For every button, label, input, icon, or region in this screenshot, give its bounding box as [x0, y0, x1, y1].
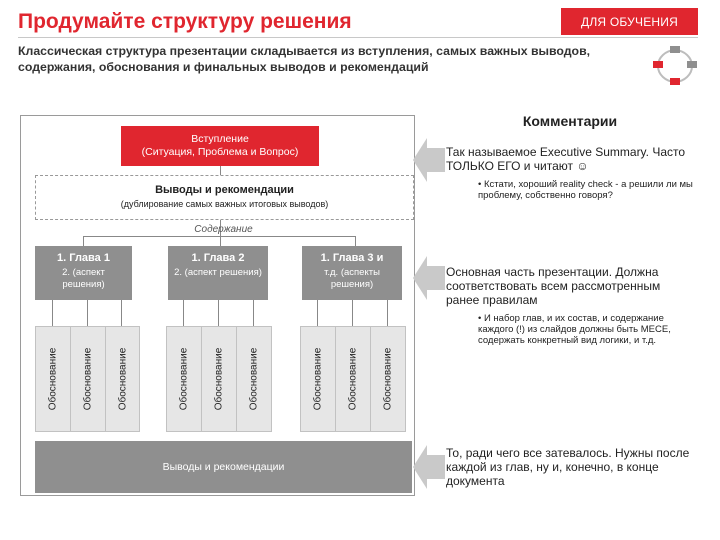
- connector: [352, 300, 353, 326]
- chapter-2: 1. Глава 2 2. (аспект решения): [168, 246, 268, 300]
- evidence-box: Обоснование: [35, 326, 71, 432]
- evidence-box: Обоснование: [370, 326, 406, 432]
- connector: [83, 236, 84, 246]
- intro-box: Вступление (Ситуация, Проблема и Вопрос): [121, 126, 319, 166]
- chapter-subtitle: 2. (аспект решения): [62, 267, 105, 290]
- content-label: Содержание: [194, 224, 253, 235]
- chapter-subtitle: 2. (аспект решения): [174, 267, 262, 278]
- arrow-left-icon: [413, 445, 445, 489]
- chapter-subtitle: т.д. (аспекты решения): [324, 267, 380, 290]
- evidence-box: Обоснование: [105, 326, 140, 432]
- connector: [253, 300, 254, 326]
- comment-final-conclusions: То, ради чего все затевалось. Нужны посл…: [446, 446, 690, 488]
- connector: [220, 218, 221, 236]
- chapter-title: 1. Глава 3 и: [320, 252, 384, 264]
- page-title: Продумайте структуру решения: [18, 10, 352, 33]
- evidence-box: Обоснование: [300, 326, 336, 432]
- connector: [355, 236, 356, 246]
- arrow-left-icon: [413, 138, 445, 182]
- connector: [121, 300, 122, 326]
- evidence-box: Обоснование: [70, 326, 106, 432]
- connector: [317, 300, 318, 326]
- comment-bullet: • И набор глав, и их состав, и содержани…: [478, 313, 671, 346]
- page-subtitle: Классическая структура презентации склад…: [18, 44, 591, 74]
- evidence-box: Обоснование: [166, 326, 202, 432]
- connector: [87, 300, 88, 326]
- summary-conclusions-title: Выводы и рекомендации: [155, 184, 294, 196]
- summary-conclusions-subtitle: (дублирование самых важных итоговых выво…: [120, 199, 329, 209]
- connector: [218, 300, 219, 326]
- connector: [387, 300, 388, 326]
- evidence-box: Обоснование: [335, 326, 371, 432]
- header-divider: [18, 37, 698, 38]
- chapter-title: 1. Глава 1: [57, 252, 110, 264]
- summary-conclusions-box: Выводы и рекомендации (дублирование самы…: [35, 175, 414, 220]
- intro-title: Вступление: [191, 133, 249, 145]
- connector: [52, 300, 53, 326]
- evidence-box: Обоснование: [236, 326, 272, 432]
- chapter-3: 1. Глава 3 и т.д. (аспекты решения): [302, 246, 402, 300]
- intro-subtitle: (Ситуация, Проблема и Вопрос): [141, 146, 299, 158]
- connector: [220, 236, 221, 246]
- connector: [183, 300, 184, 326]
- comment-main-part: Основная часть презентации. Должна соотв…: [446, 265, 661, 307]
- arrow-left-icon: [413, 256, 445, 300]
- chapter-1: 1. Глава 1 2. (аспект решения): [35, 246, 132, 300]
- connector: [83, 236, 355, 237]
- connector: [220, 166, 221, 175]
- comment-executive-summary: Так называемое Executive Summary. Часто …: [446, 145, 686, 173]
- evidence-box: Обоснование: [201, 326, 237, 432]
- chapter-title: 1. Глава 2: [191, 252, 245, 264]
- cycle-icon: [653, 46, 697, 85]
- comment-bullet: • Кстати, хороший reality check - а реши…: [478, 179, 693, 201]
- training-badge: ДЛЯ ОБУЧЕНИЯ: [561, 8, 698, 35]
- final-conclusions-bar: Выводы и рекомендации: [35, 441, 412, 493]
- comments-heading: Комментарии: [522, 113, 618, 129]
